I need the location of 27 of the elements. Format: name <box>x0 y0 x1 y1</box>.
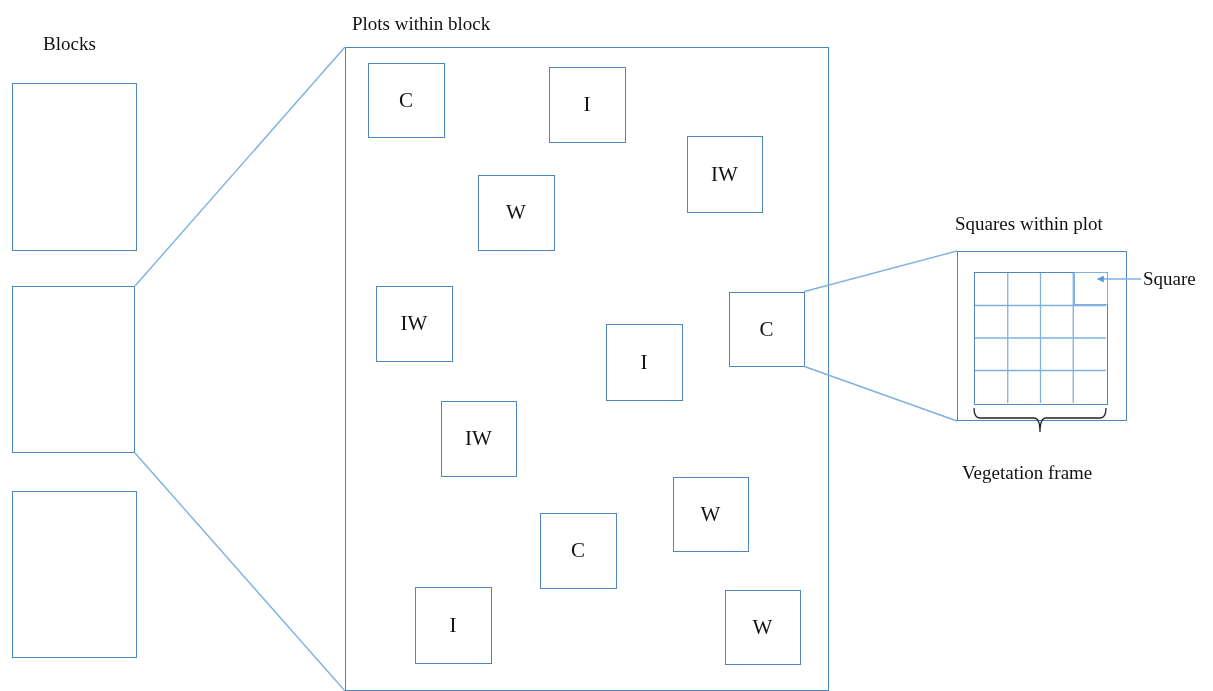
plot-box: I <box>414 586 492 664</box>
plot-box: W <box>477 174 555 251</box>
callout-text: Square <box>1143 268 1196 290</box>
plot-box: IW <box>686 135 763 213</box>
heading: Squares within plot <box>955 213 1103 235</box>
block-box <box>12 286 135 453</box>
zoom-line <box>134 452 346 691</box>
leader-arrow <box>1096 275 1142 283</box>
plot-box: W <box>672 476 749 552</box>
vegetation-frame-grid <box>974 272 1108 405</box>
plot-box: IW <box>440 400 517 477</box>
zoom-line <box>803 250 958 293</box>
plot-box: C <box>728 291 805 367</box>
heading: Blocks <box>43 33 96 55</box>
zoom-line <box>134 46 346 287</box>
plot-box: IW <box>375 285 453 362</box>
plot-box: W <box>724 589 801 665</box>
plot-box: C <box>539 512 617 589</box>
block-box <box>12 83 137 251</box>
plot-box: I <box>548 66 626 143</box>
grid-square <box>1073 271 1108 305</box>
plot-box: C <box>367 62 445 138</box>
caption: Vegetation frame <box>962 462 1093 484</box>
heading: Plots within block <box>352 13 491 35</box>
block-box <box>12 491 137 658</box>
zoom-line <box>803 365 958 422</box>
plot-box: I <box>605 323 683 401</box>
